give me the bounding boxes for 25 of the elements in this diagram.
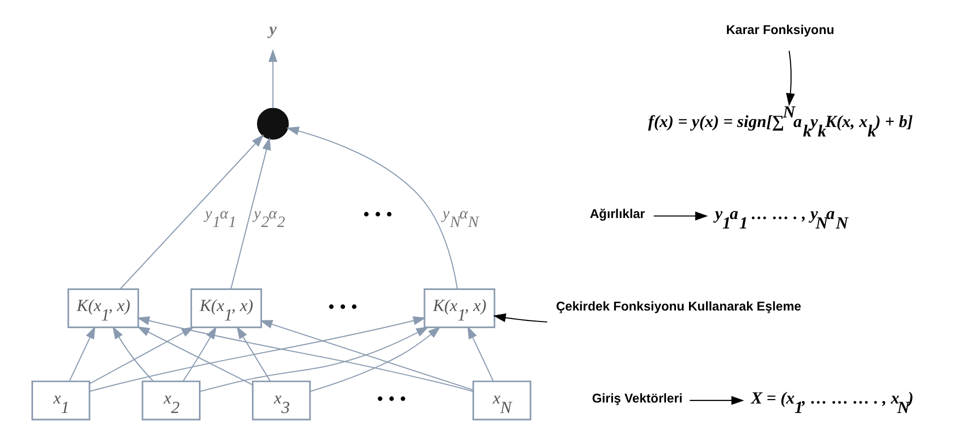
arrow [492,313,547,322]
node-text: Çekirdek Fonksiyonu Kullanarak Eşleme [555,298,801,314]
label: • • • [362,204,392,226]
arrow [236,326,270,382]
arrow [689,396,744,405]
node-text: Karar Fonksiyonu [726,22,834,37]
arrow [88,316,426,392]
label: • • • [328,296,358,318]
arrow [68,326,95,382]
node-text: Giriş Vektörleri [591,390,682,406]
arrow [268,49,277,108]
node-circle [256,108,288,140]
arrow [309,326,440,392]
arrow [653,212,708,220]
node-text: y [268,20,276,39]
node-text: Ağırlıklar [589,206,645,222]
arrow [230,137,270,290]
arrow [466,326,494,382]
arrow [112,326,153,382]
arrow [786,50,794,106]
label: • • • [376,389,406,410]
arrow [286,126,458,290]
arrow [136,316,473,392]
arrow [119,134,264,290]
arrow [259,320,473,390]
